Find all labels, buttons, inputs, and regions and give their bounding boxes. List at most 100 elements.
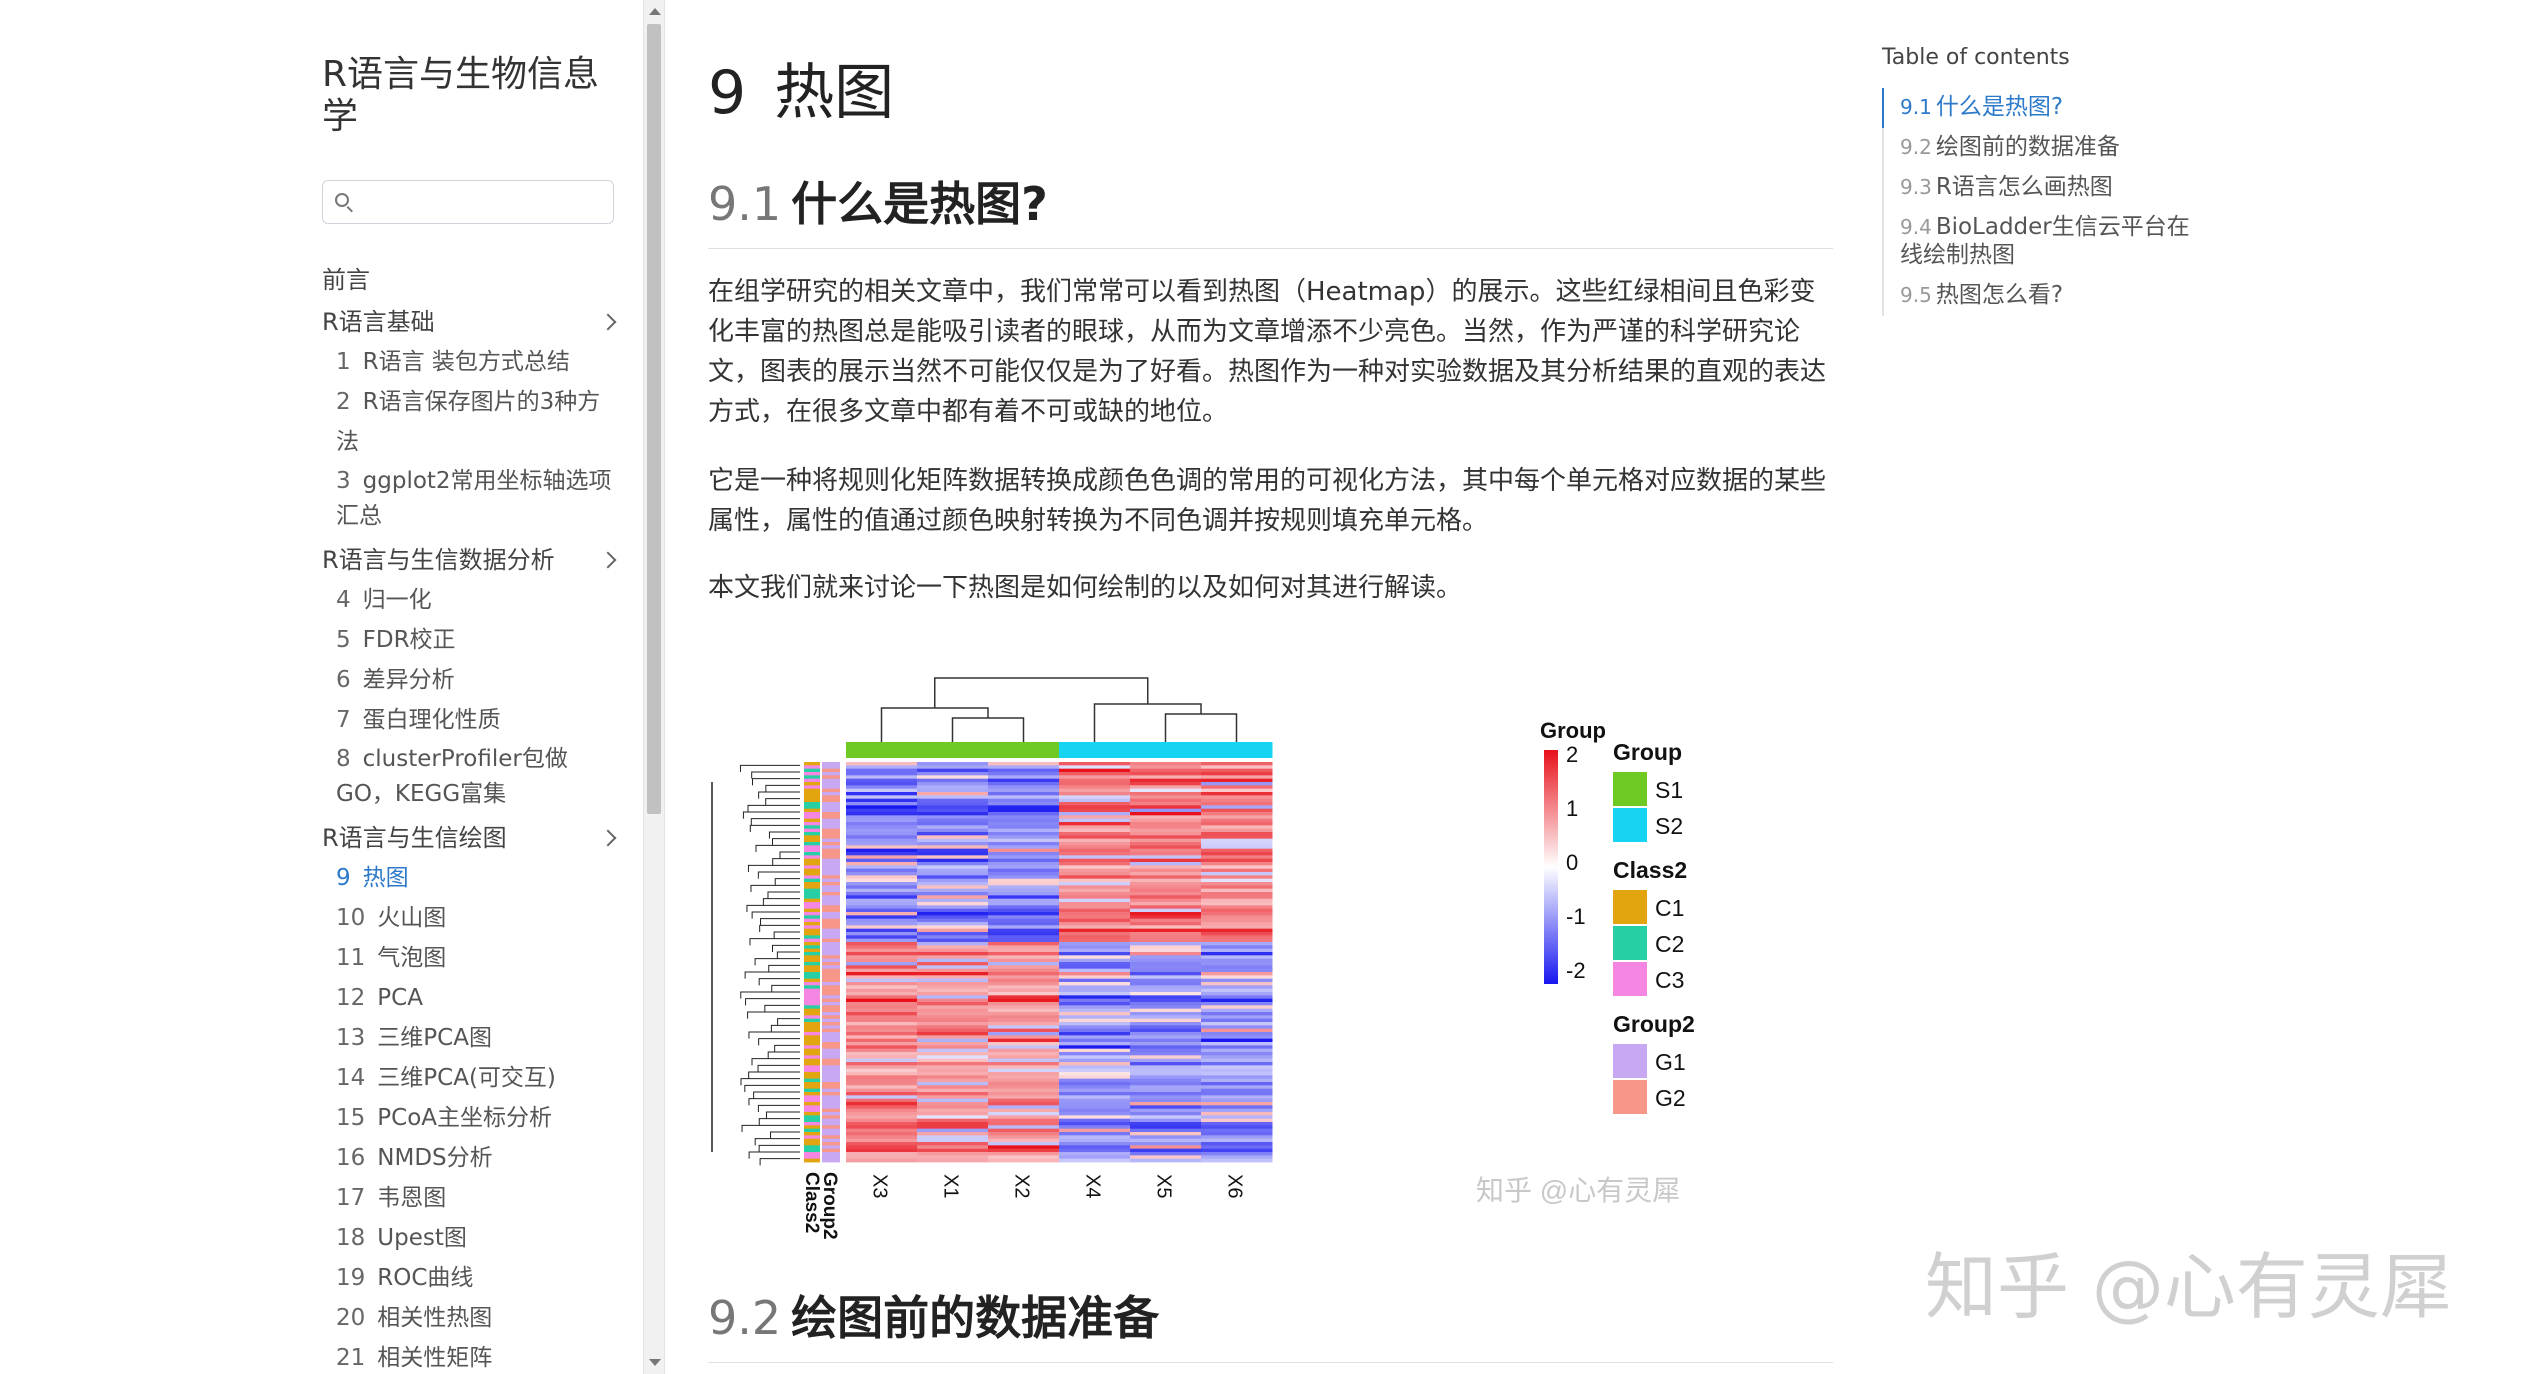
heatmap-cell — [846, 1032, 918, 1036]
book-title[interactable]: R语言与生物信息学 — [322, 54, 600, 137]
color-scale-label: 1 — [1566, 796, 1578, 821]
heatmap-cell — [917, 1118, 989, 1123]
heatmap-cell — [988, 825, 1060, 830]
search-input[interactable] — [359, 187, 603, 219]
toc-item-number: 9.2 — [1900, 135, 1932, 159]
sidebar-section[interactable]: R语言基础 — [322, 302, 622, 342]
heatmap-cell — [846, 1048, 918, 1053]
sidebar-section[interactable]: 前言 — [322, 260, 622, 300]
class2-annotation-cell — [804, 1108, 820, 1113]
heatmap-cell — [917, 875, 989, 880]
class2-annotation-cell — [804, 1022, 820, 1026]
group2-annotation-cell — [822, 948, 840, 953]
annotation-row-label: Class2 — [801, 1172, 822, 1233]
legend-swatch — [1613, 1080, 1647, 1114]
heatmap-cell — [1201, 1075, 1273, 1080]
heatmap-cell — [917, 1132, 989, 1136]
heatmap-cell — [1130, 1085, 1202, 1090]
row-dendrogram — [746, 904, 800, 912]
heatmap-cell — [1059, 1125, 1131, 1130]
heatmap-cell — [1201, 1148, 1273, 1153]
heatmap-cell — [1130, 778, 1202, 783]
heatmap-cell — [1130, 1055, 1202, 1060]
class2-annotation-cell — [804, 902, 820, 906]
heatmap-cell — [917, 1068, 989, 1073]
group2-annotation-cell — [822, 805, 840, 810]
section-number: 9.2 — [708, 1291, 782, 1345]
sidebar-item-label: 三维PCA(可交互) — [377, 1065, 556, 1091]
sidebar-section[interactable]: R语言与生信绘图 — [322, 818, 622, 858]
heatmap-cell — [1130, 822, 1202, 826]
scrollbar-thumb[interactable] — [647, 24, 661, 814]
chevron-right-icon[interactable] — [599, 551, 617, 569]
heatmap-cell — [1201, 992, 1273, 996]
group2-annotation-cell — [822, 792, 840, 796]
heatmap-cell — [917, 1135, 989, 1140]
row-dendrogram — [767, 1051, 800, 1059]
heatmap-cell — [917, 1115, 989, 1120]
scroll-down-arrow-icon[interactable] — [649, 1359, 661, 1366]
heatmap-cell — [988, 838, 1060, 843]
heatmap-cell — [1130, 1105, 1202, 1110]
sidebar-section[interactable]: R语言与生信数据分析 — [322, 540, 622, 580]
chevron-right-icon[interactable] — [599, 313, 617, 331]
heatmap-cell — [917, 1092, 989, 1096]
heatmap-cell — [1130, 942, 1202, 946]
group2-annotation-cell — [822, 862, 840, 866]
heatmap-cell — [846, 1022, 918, 1026]
heatmap-cell — [1059, 848, 1131, 853]
heatmap-cell — [917, 798, 989, 803]
sidebar-scrollbar[interactable] — [643, 0, 665, 1374]
class2-annotation-cell — [804, 798, 820, 803]
class2-annotation-cell — [804, 962, 820, 966]
heatmap-cell — [917, 1085, 989, 1090]
heatmap-cell — [988, 782, 1060, 786]
heatmap-cell — [846, 922, 918, 926]
class2-annotation-cell — [804, 1075, 820, 1080]
heatmap-cell — [917, 928, 989, 933]
group-annotation-cell — [1059, 742, 1131, 758]
heatmap-cell — [917, 1125, 989, 1130]
image-watermark: 知乎 @心有灵犀 — [1476, 1175, 1680, 1206]
heatmap-cell — [1059, 1012, 1131, 1016]
heatmap-cell — [846, 888, 918, 893]
chevron-right-icon[interactable] — [599, 829, 617, 847]
heatmap-cell — [1130, 1002, 1202, 1006]
heatmap-cell — [1201, 782, 1273, 786]
heatmap-cell — [917, 1048, 989, 1053]
heatmap-cell — [846, 965, 918, 970]
heatmap-cell — [1130, 802, 1202, 806]
group2-annotation-cell — [822, 915, 840, 920]
heatmap-cell — [846, 832, 918, 836]
heatmap-cell — [1130, 988, 1202, 993]
scroll-up-arrow-icon[interactable] — [649, 8, 661, 15]
heatmap-cell — [1059, 1085, 1131, 1090]
search-box[interactable] — [322, 180, 614, 224]
